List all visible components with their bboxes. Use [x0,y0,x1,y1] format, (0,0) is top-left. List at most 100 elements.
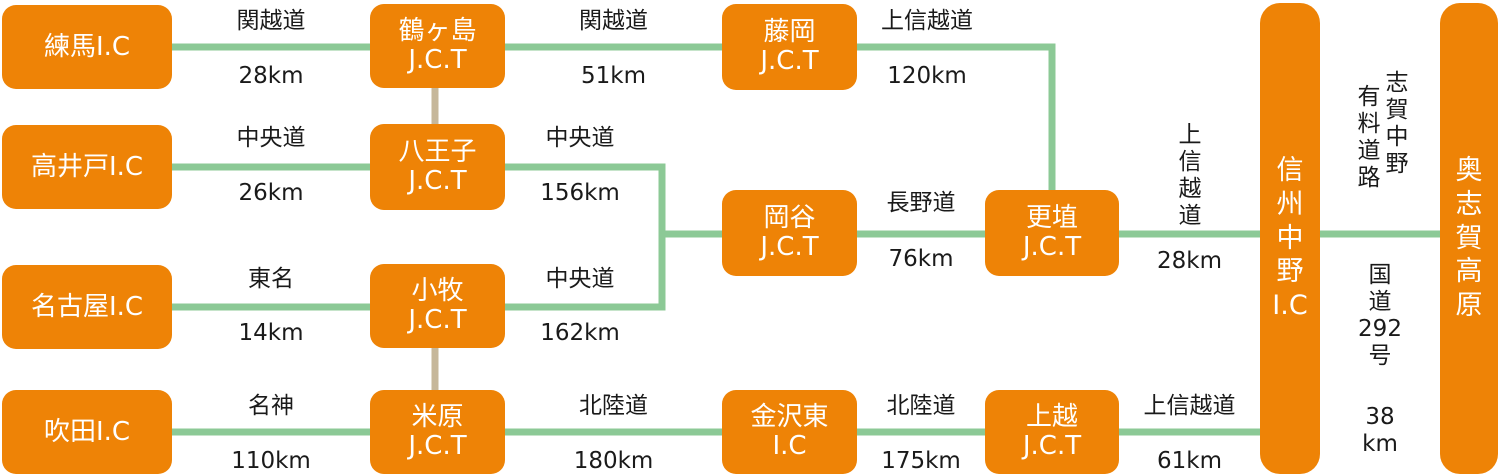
node-name-char: 野 [1276,256,1304,288]
node-okushiga-kogen: 奥 志 賀 高 原 [1440,3,1498,474]
node-type: J.C.T [408,166,467,196]
node-type: J.C.T [760,232,819,262]
node-nerima-ic: 練馬I.C [2,5,172,89]
node-name-char: 賀 [1455,222,1483,254]
road-suita-maibara: 名神 [248,393,294,419]
road-char: 賀 [1385,97,1409,124]
node-name: 金沢東 [750,402,829,433]
road-nerima-tsurugashima: 関越道 [236,8,306,34]
dist-hachioji-okaya: 156km [540,180,620,206]
dist-line: 38 [1365,404,1395,430]
dist-nerima-tsurugashima: 28km [238,63,304,89]
node-type: J.C.T [1022,431,1082,461]
node-type: I.C [1272,290,1308,322]
node-name: 藤岡 [763,17,816,48]
node-label: 吹田I.C [43,416,131,447]
node-name: 岡谷 [763,203,816,234]
road-line: 292 [1358,316,1402,343]
road-maibara-kanazawa: 北陸道 [579,393,648,419]
road-char: 中 [1385,124,1409,151]
toll-col-right: 志 賀 中 野 [1383,70,1411,179]
line-komaki-okaya [505,234,666,311]
road-char: 越 [1178,176,1202,203]
road-nagoya-komaki: 東名 [248,266,294,292]
road-kanazawa-joetsu: 北陸道 [886,393,956,419]
node-komaki-jct: 小牧 J.C.T [370,264,505,348]
road-line: 道 [1368,289,1392,316]
node-name: 八王子 [398,137,477,168]
road-char: 上 [1178,122,1202,148]
node-fujioka-jct: 藤岡 J.C.T [722,4,857,90]
road-nakano-okushiga-toll: 有 料 道 路 志 賀 中 野 [1343,70,1423,193]
dist-nagoya-komaki: 14km [238,320,304,346]
dist-maibara-kanazawa: 180km [573,448,654,474]
node-label: 名古屋I.C [30,291,144,322]
road-char: 志 [1385,70,1409,96]
node-name-char: 奥 [1455,155,1483,187]
road-nakano-okushiga-national: 国 道 292 号 [1340,262,1420,371]
node-tsurugashima-jct: 鶴ヶ島 J.C.T [370,4,505,88]
road-char: 有 [1357,84,1381,110]
line-hachioji-okaya [505,163,722,238]
road-line: 号 [1368,343,1392,370]
node-takaido-ic: 高井戸I.C [2,125,172,209]
node-name: 小牧 [411,276,464,307]
road-takaido-hachioji: 中央道 [236,125,306,151]
node-type: I.C [772,431,807,461]
node-kanazawa-higashi-ic: 金沢東 I.C [722,390,857,474]
dist-tsurugashima-fujioka: 51km [581,63,646,89]
node-type: J.C.T [408,45,467,75]
toll-col-left: 有 料 道 路 [1355,70,1383,193]
node-shinshu-nakano-ic: 信 州 中 野 I.C [1260,3,1320,474]
node-type: J.C.T [408,305,467,335]
node-name-char: 高 [1455,256,1483,288]
node-name: 更埴 [1025,203,1078,234]
dist-koshoku-nakano: 28km [1157,248,1222,274]
node-suita-ic: 吹田I.C [2,390,172,474]
road-char: 道 [1178,203,1202,230]
road-char: 信 [1178,149,1202,176]
node-hachioji-jct: 八王子 J.C.T [370,124,505,210]
dist-takaido-hachioji: 26km [238,180,304,206]
dist-kanazawa-joetsu: 175km [881,448,961,474]
dist-joetsu-nakano: 61km [1157,448,1222,474]
road-char: 野 [1385,151,1409,178]
node-name-char: 志 [1455,188,1483,220]
road-char: 道 [1357,138,1381,165]
node-type: J.C.T [1022,232,1082,262]
node-koshoku-jct: 更埴 J.C.T [985,190,1119,276]
dist-fujioka-koshoku: 120km [887,63,967,89]
road-koshoku-nakano: 上 信 越 道 [1175,122,1205,231]
road-komaki-okaya: 中央道 [545,266,615,292]
road-line: 国 [1368,262,1392,288]
road-hachioji-okaya: 中央道 [545,125,615,151]
node-nagoya-ic: 名古屋I.C [2,265,172,349]
road-tsurugashima-fujioka: 関越道 [579,8,648,34]
node-name-char: 中 [1276,222,1304,254]
dist-okaya-koshoku: 76km [888,246,954,272]
node-label: 練馬I.C [43,31,131,62]
line-fujioka-koshoku [857,43,1056,190]
road-char: 料 [1357,111,1381,138]
node-okaya-jct: 岡谷 J.C.T [722,190,857,276]
node-name: 上越 [1025,402,1078,433]
node-name-char: 原 [1455,290,1483,322]
node-type: J.C.T [760,46,819,76]
node-joetsu-jct: 上越 J.C.T [985,390,1119,474]
dist-suita-maibara: 110km [231,448,311,474]
node-name-char: 信 [1276,155,1304,187]
dist-komaki-okaya: 162km [540,320,620,346]
road-fujioka-koshoku: 上信越道 [881,8,973,34]
node-label: 高井戸I.C [30,151,144,182]
node-name: 鶴ヶ島 [398,16,477,47]
road-joetsu-nakano: 上信越道 [1143,393,1236,419]
dist-line: km [1362,431,1398,458]
node-maibara-jct: 米原 J.C.T [370,390,505,474]
node-name: 米原 [411,402,464,433]
node-name-char: 州 [1276,188,1304,220]
node-type: J.C.T [408,431,467,461]
dist-nakano-okushiga-national: 38 km [1340,404,1420,458]
road-char: 路 [1357,165,1381,192]
road-okaya-koshoku: 長野道 [886,190,956,216]
